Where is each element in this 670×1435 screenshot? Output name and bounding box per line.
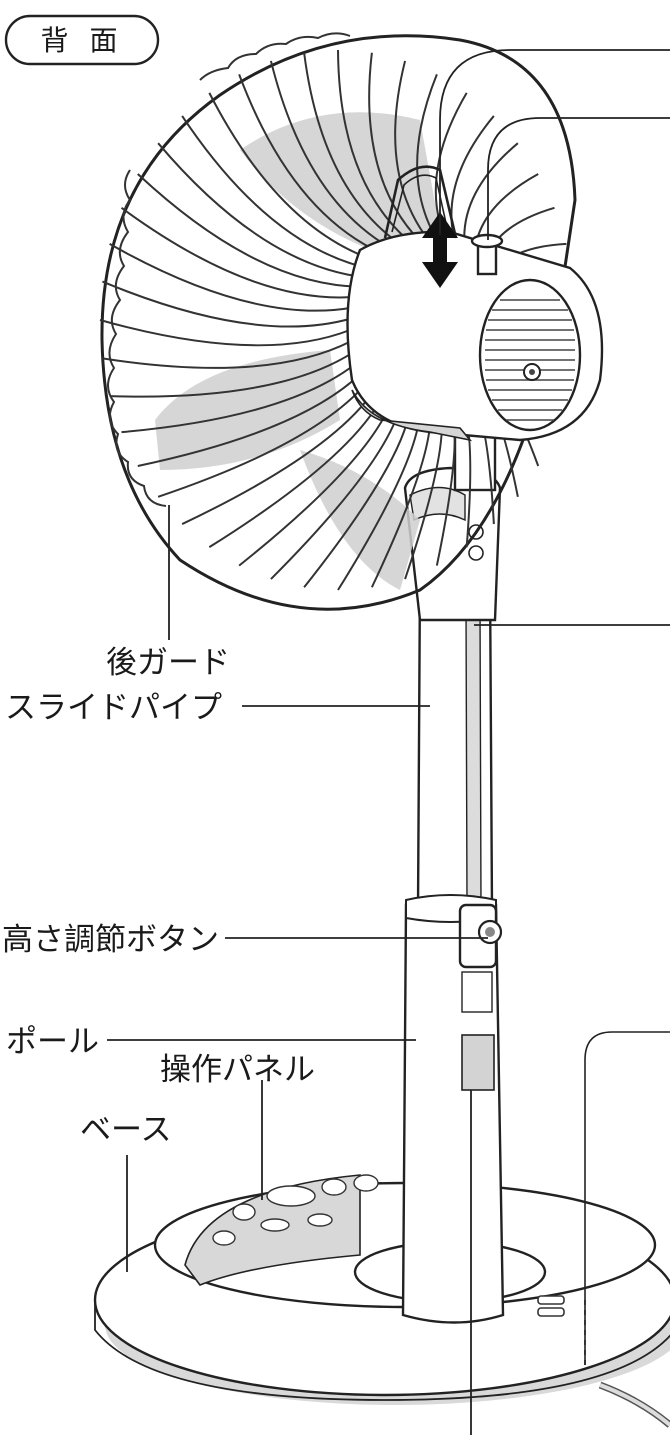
guard-rib xyxy=(303,52,411,252)
guard-rib xyxy=(157,142,368,279)
label-rear-guard: 後ガード xyxy=(106,645,230,681)
label-pole: ポール xyxy=(6,1024,99,1060)
base-drawing xyxy=(93,1174,670,1428)
guard-rib xyxy=(120,207,357,299)
guard-rib xyxy=(157,381,368,498)
guard-rib xyxy=(109,243,354,312)
label-height-button: 高さ調節ボタン xyxy=(2,922,219,958)
motor-grille xyxy=(485,299,575,421)
title-badge-text: 背 面 xyxy=(41,24,124,57)
guard-rib xyxy=(137,173,362,288)
pole-drawing xyxy=(401,903,505,1324)
label-base: ベース xyxy=(80,1112,171,1148)
guard-rib xyxy=(109,351,354,398)
guard-rib xyxy=(102,280,351,328)
slide-pipe-drawing xyxy=(405,573,503,969)
guard-rib xyxy=(99,319,351,347)
neck-drawing xyxy=(403,433,502,622)
label-control-panel: 操作パネル xyxy=(160,1052,315,1088)
guard-rib xyxy=(102,340,352,369)
control-panel-buttons xyxy=(212,1174,379,1246)
guard-rib xyxy=(137,372,362,467)
guard-rib xyxy=(269,60,401,255)
up-down-arrow-icon xyxy=(422,212,458,288)
guard-rib xyxy=(208,92,383,264)
title-badge: 背 面 xyxy=(4,14,160,66)
label-slide-pipe: スライドパイプ xyxy=(5,690,222,726)
guard-rib xyxy=(121,362,357,434)
cord-clips xyxy=(537,1295,565,1317)
guard-rib xyxy=(337,49,421,251)
guard-rib xyxy=(181,115,375,271)
motor-housing-drawing xyxy=(346,165,604,442)
leader-lines xyxy=(107,49,670,1435)
